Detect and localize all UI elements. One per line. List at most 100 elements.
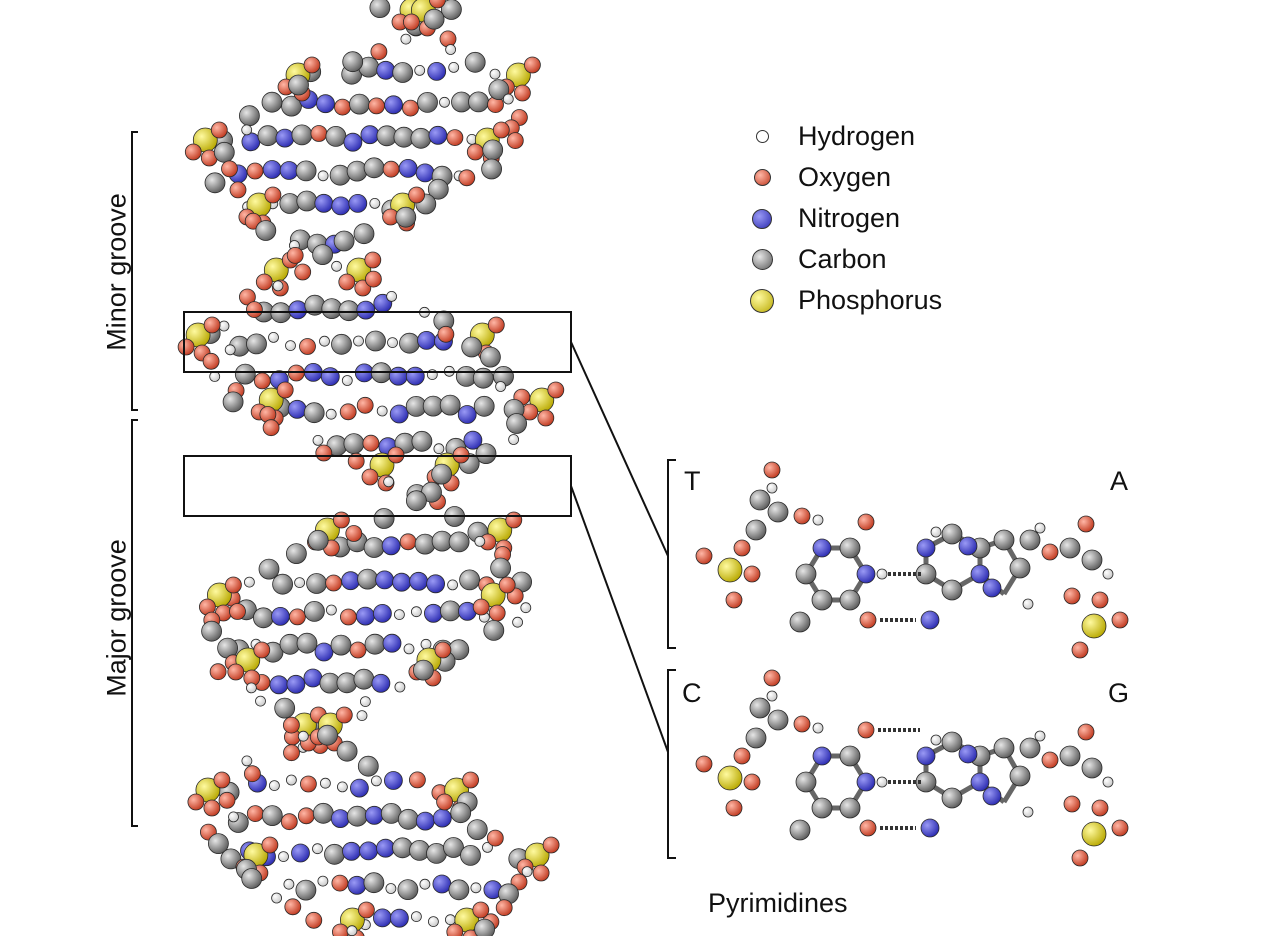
- oxygen-atom: [334, 98, 351, 116]
- carbon-atom: [1019, 529, 1041, 551]
- carbon-atom: [993, 737, 1015, 759]
- carbon-atom: [373, 508, 395, 529]
- oxygen-atom: [1111, 819, 1129, 837]
- oxygen-atom: [437, 325, 455, 343]
- hydrogen-atom: [243, 576, 255, 588]
- oxygen-atom: [218, 791, 236, 809]
- oxygen-atom: [492, 121, 510, 139]
- hydrogen-atom: [470, 882, 482, 894]
- hydrogen-atom: [489, 68, 501, 80]
- oxygen-atom: [1091, 799, 1109, 817]
- oxygen-atom: [434, 641, 452, 659]
- carbon-atom: [272, 573, 294, 595]
- nitrogen-atom: [392, 572, 412, 592]
- carbon-atom: [207, 833, 229, 854]
- nitrogen-atom: [330, 809, 350, 828]
- carbon-atom: [475, 443, 497, 465]
- hydrogen-atom: [512, 616, 523, 628]
- carbon-atom: [365, 330, 386, 352]
- phosphorus-atom: [1081, 821, 1107, 847]
- oxygen-atom: [347, 452, 365, 470]
- nitrogen-atom: [376, 60, 396, 80]
- minor-groove-bracket: [131, 131, 138, 411]
- carbon-atom: [397, 808, 419, 830]
- nitrogen-atom: [812, 746, 832, 766]
- hydrogen-atom: [336, 781, 348, 793]
- hydrogen-atom: [812, 514, 824, 526]
- major-groove-label: Major groove: [101, 539, 132, 697]
- carbon-atom: [448, 879, 470, 901]
- connector-line-upper: [570, 341, 669, 557]
- hydrogen-atom: [245, 682, 257, 694]
- phosphorus-atom: [717, 765, 743, 791]
- nitrogen-atom: [423, 603, 443, 623]
- nitrogen-atom: [269, 675, 289, 695]
- oxygen-atom: [472, 901, 490, 919]
- nitrogen-atom: [970, 564, 990, 584]
- oxygen-atom: [335, 706, 353, 724]
- caption-pyrimidines: Pyrimidines: [708, 888, 848, 918]
- carbon-atom: [296, 190, 318, 212]
- carbon-atom: [336, 672, 358, 694]
- hydrogen-atom: [356, 710, 368, 721]
- oxygen-atom: [203, 316, 221, 334]
- hydrogen-atom: [930, 734, 942, 746]
- nitrogen-atom: [349, 778, 369, 798]
- carbon-atom: [330, 634, 352, 656]
- oxygen-atom: [725, 591, 743, 609]
- nitrogen-atom: [348, 193, 368, 213]
- hydrogen-atom: [812, 722, 824, 734]
- carbon-atom: [506, 413, 527, 434]
- carbon-atom: [296, 632, 318, 654]
- oxygen-atom: [229, 603, 246, 620]
- oxygen-atom: [202, 352, 220, 370]
- hydrogen-atom: [331, 260, 343, 272]
- carbon-atom: [317, 724, 338, 746]
- nitrogen-atom: [432, 808, 452, 828]
- oxygen-atom: [506, 132, 524, 150]
- carbon-atom: [288, 74, 309, 96]
- hydrogen-atom: [346, 925, 358, 936]
- oxygen-atom: [857, 721, 875, 739]
- carbon-atom: [295, 879, 317, 901]
- carbon-atom: [405, 490, 427, 512]
- carbon-atom: [258, 558, 280, 580]
- hydrogen-atom: [495, 381, 507, 392]
- nitrogen-atom: [457, 405, 477, 424]
- hydrogen-atom: [312, 843, 323, 855]
- carbon-atom: [795, 563, 817, 585]
- oxygen-atom: [177, 338, 195, 356]
- carbon-atom: [325, 125, 347, 147]
- oxygen-atom: [325, 574, 343, 592]
- hydrogen-atom: [376, 405, 388, 417]
- oxygen-atom: [224, 576, 242, 594]
- carbon-atom: [363, 872, 385, 894]
- oxygen-atom: [532, 864, 550, 882]
- oxygen-atom: [524, 56, 541, 74]
- hydrogen-atom: [297, 730, 309, 742]
- carbon-atom: [261, 91, 283, 113]
- nitrogen-atom: [417, 330, 436, 350]
- hydrogen-atom: [1102, 776, 1114, 788]
- carbon-atom: [473, 395, 495, 417]
- carbon-atom: [767, 501, 789, 523]
- nitrogen-atom: [376, 838, 395, 858]
- carbon-atom: [409, 840, 430, 861]
- oxygen-atom: [743, 565, 761, 583]
- oxygen-atom: [253, 641, 271, 659]
- hydrogen-atom: [241, 124, 253, 136]
- carbon-atom: [346, 805, 368, 827]
- hydrogen-atom: [285, 774, 297, 786]
- hydrogen-atom-icon: [755, 130, 769, 143]
- oxygen-atom: [514, 84, 531, 102]
- oxygen-atom: [332, 511, 350, 529]
- nitrogen-atom: [347, 875, 367, 895]
- legend-label: Hydrogen: [798, 121, 916, 151]
- hydrogen-atom: [312, 434, 324, 446]
- minor-groove-label: Minor groove: [101, 193, 132, 351]
- legend-item-oxygen: Oxygen: [750, 157, 942, 198]
- carbon-atom: [291, 124, 313, 146]
- oxygen-atom: [243, 765, 261, 783]
- oxygen-atom: [253, 372, 271, 390]
- carbon-atom: [342, 51, 364, 73]
